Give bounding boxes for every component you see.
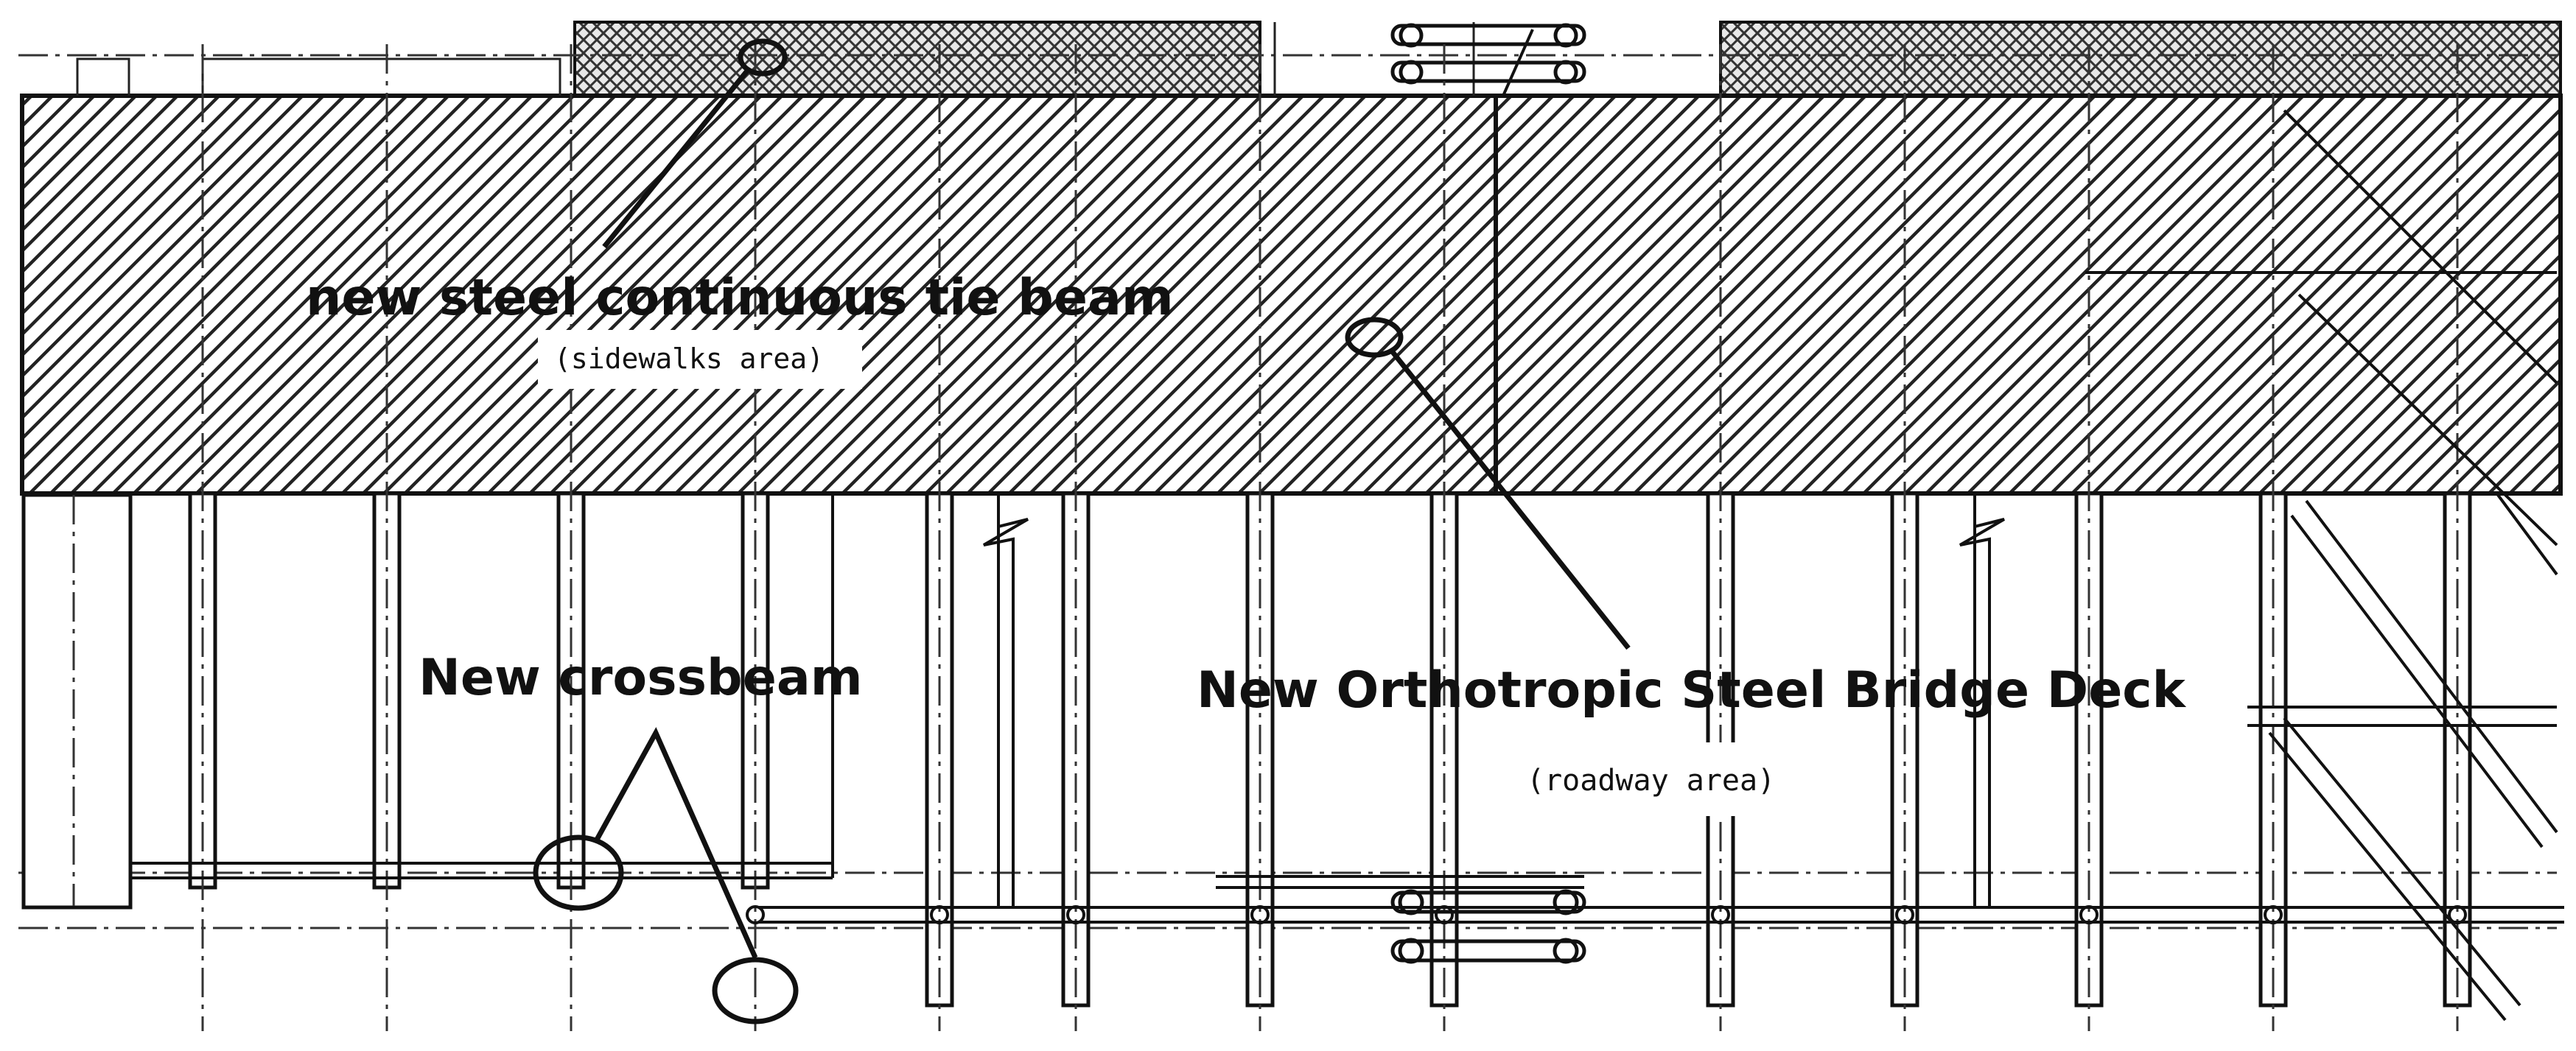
tie-beam-leader	[602, 68, 750, 249]
top-left-outline	[76, 22, 1475, 96]
deck-callout-circle	[1345, 317, 1404, 358]
crossbeam-callout-circle-2	[712, 957, 799, 1024]
tie-beam-callout-circle	[738, 38, 788, 77]
roadway-label: (roadway area)	[1527, 764, 1775, 798]
sidewalk-strip-left	[573, 21, 1261, 99]
left-end-block	[21, 493, 133, 910]
tie-beam-label: new steel continuous tie beam	[306, 269, 1174, 327]
sidewalk-strip-right	[1719, 21, 2562, 99]
hatched-deck-area	[20, 94, 2563, 496]
crossbeams	[188, 44, 2472, 1031]
roadway-label-box	[1496, 742, 1879, 816]
bearing-top	[1390, 23, 1586, 85]
crossbeam-leader	[594, 727, 758, 959]
crossbeam-callout-circle-1	[533, 834, 624, 911]
break-symbols	[982, 495, 2006, 906]
sidewalks-label-box	[538, 330, 862, 389]
callouts	[533, 38, 1631, 1024]
top-slant-line	[1502, 29, 1534, 96]
deck-leader	[1390, 350, 1631, 650]
reference-lines	[18, 54, 2557, 929]
sidewalks-label: (sidewalks area)	[554, 342, 824, 375]
crossbeam-node-4	[746, 905, 765, 924]
diagonal-bracing	[2085, 109, 2558, 1022]
deck-label: New Orthotropic Steel Bridge Deck	[1197, 661, 2187, 720]
bearing-bottom	[1390, 889, 1586, 964]
crossbeam-label: New crossbeam	[419, 649, 863, 707]
